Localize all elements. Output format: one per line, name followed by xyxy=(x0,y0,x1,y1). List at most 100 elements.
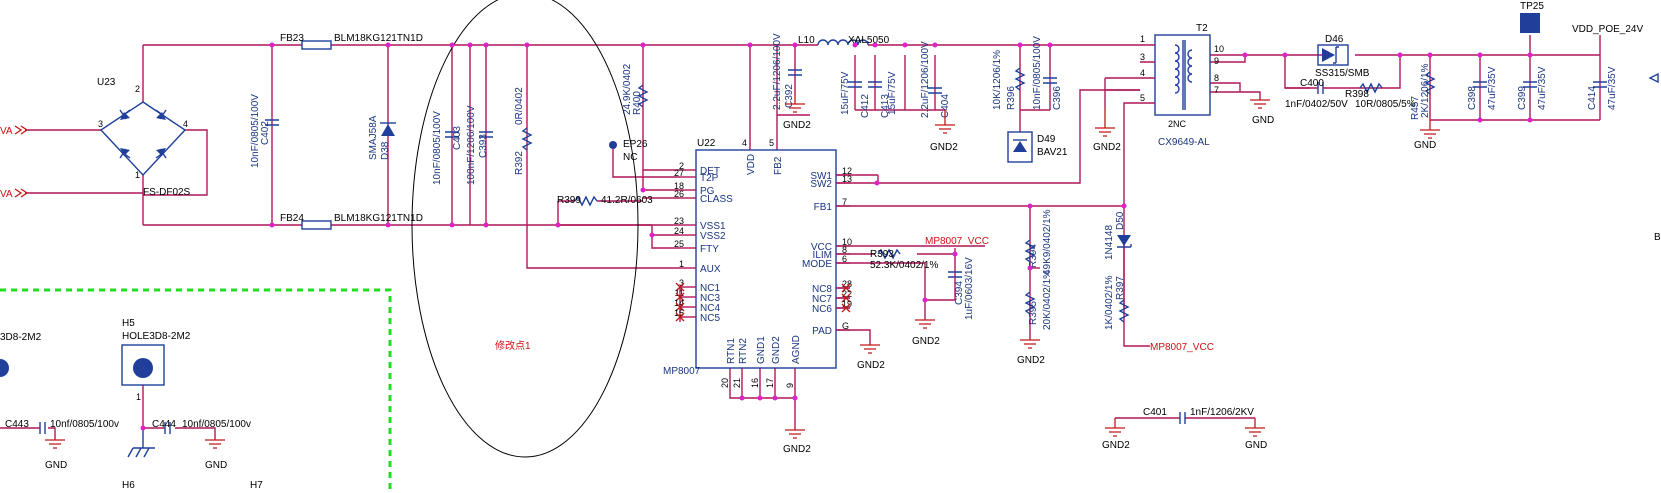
tp25-testpoint: TP25 xyxy=(1520,1,1544,33)
c392-gnd-label: GND2 xyxy=(783,120,811,131)
fb24-ref: FB24 xyxy=(280,213,304,224)
u22-pin-num: 22 xyxy=(842,289,852,299)
r399-value: 41.2R/0603 xyxy=(601,195,653,206)
u22-part: MP8007 xyxy=(663,366,701,377)
u22-pin-label: NC8 xyxy=(812,284,832,295)
c392-capacitor: 2.2uF/1206/100V C392 GND2 xyxy=(772,33,811,131)
c392-value: 2.2uF/1206/100V xyxy=(772,33,783,110)
c393-ref: C393 xyxy=(478,134,489,158)
c414-value: 47uF/35V xyxy=(1607,66,1618,110)
c443-ref: C443 xyxy=(5,419,29,430)
h5-ref: H5 xyxy=(122,318,135,329)
u22-pin-num: 14 xyxy=(674,298,684,308)
t2-pin-1: 1 xyxy=(1140,34,1145,44)
u22-pin-label: NC6 xyxy=(812,304,832,315)
r395-resistor: R395 20K/0402/1% xyxy=(1024,270,1053,330)
u22-pin-label: GND1 xyxy=(756,336,767,364)
gnd2-c401-label: GND2 xyxy=(1102,440,1130,451)
c413-capacitor: 15uF/75V C413 xyxy=(868,71,898,118)
u22-pin-num: 4 xyxy=(742,138,747,148)
c399-capacitor: C399 47uF/35V xyxy=(1517,66,1548,110)
gnd-symbol-r457: GND xyxy=(1414,120,1440,151)
c400-value: 1nF/0402/50V xyxy=(1285,99,1348,110)
t2-pin-9: 9 xyxy=(1214,56,1219,66)
u22-pin-num: 2 xyxy=(679,161,684,171)
u22-pin-label: VSS1 xyxy=(700,221,726,232)
u22-pin-num: 12 xyxy=(842,166,852,176)
c443-value: 10nf/0805/100v xyxy=(50,419,119,430)
c401-value: 1nF/1206/2KV xyxy=(1190,407,1254,418)
fb24-part: BLM18KG121TN1D xyxy=(334,213,423,224)
d46-schottky: D46 SS315/SMB xyxy=(1315,34,1370,79)
gnd-symbol-t2: GND xyxy=(1250,99,1274,126)
r393-ref: R393 xyxy=(870,249,894,260)
r398-ref: R398 xyxy=(1345,89,1369,100)
c399-ref: C399 xyxy=(1517,86,1528,110)
r457-ref: R457 xyxy=(1410,96,1421,120)
r394-value: 49K9/0402/1% xyxy=(1042,209,1053,275)
u22-pin-num: 9 xyxy=(785,383,795,388)
c398-capacitor: C398 47uF/35V xyxy=(1467,66,1498,110)
t2-ref: T2 xyxy=(1196,23,1208,34)
c402-capacitor: 10nF/0805/100V C402 xyxy=(250,94,279,168)
c403-ref: C403 xyxy=(452,126,463,150)
c401-capacitor: C401 1nF/1206/2KV xyxy=(1143,407,1254,424)
u22-pin-label: PAD xyxy=(812,326,832,337)
gnd2-symbol-pad: GND2 xyxy=(857,344,885,371)
u22-pin-label: NC7 xyxy=(812,294,832,305)
c403-value: 10nF/0805/100V xyxy=(432,111,443,185)
modification-note: 修改点1 xyxy=(495,339,531,352)
u22-pin-label: DET xyxy=(700,166,720,177)
u22-pin-label: T2P xyxy=(700,173,719,184)
r394-ref: R394 xyxy=(1028,244,1039,268)
ep26-ref: EP26 xyxy=(623,139,648,150)
c393-capacitor: 100nF/1206/100V C393 xyxy=(466,105,493,185)
h5-part: HOLE3D8-2M2 xyxy=(122,331,191,342)
hole-h5: H5 HOLE3D8-2M2 1 xyxy=(121,318,191,458)
r457-value: 2K/1206/1% xyxy=(1420,63,1431,118)
c394-ref: C394 xyxy=(954,281,965,305)
gnd2-symbol-t2: GND2 xyxy=(1093,108,1121,153)
c414-ref: C414 xyxy=(1587,86,1598,110)
c400-ref: C400 xyxy=(1300,78,1324,89)
r457-resistor: R457 2K/1206/1% xyxy=(1410,63,1436,120)
r397-ref: R397 xyxy=(1115,276,1126,300)
r400-ref: R400 xyxy=(632,91,643,115)
fb24-ferrite: FB24 BLM18KG121TN1D xyxy=(280,213,423,230)
c444-gnd-label: GND xyxy=(205,460,227,471)
t2-nc: 2NC xyxy=(1168,119,1187,129)
t2-part: CX9649-AL xyxy=(1158,137,1210,148)
d38-ref: D38 xyxy=(380,141,391,160)
t2-pin-4: 4 xyxy=(1140,68,1145,78)
u22-pin-num: 8 xyxy=(842,245,847,255)
u23-pin-4: 4 xyxy=(183,119,188,129)
h5-pin: 1 xyxy=(136,392,141,402)
gnd2-symbol-c401: GND2 xyxy=(1102,418,1130,451)
u22-ref: U22 xyxy=(697,138,716,149)
u22-pin-label: FTY xyxy=(700,244,719,255)
r398-resistor: R398 10R/0805/5% xyxy=(1345,82,1416,110)
r396-value: 10K/1206/1% xyxy=(992,50,1003,110)
u22-pin-label: MODE xyxy=(802,259,832,270)
c399-value: 47uF/35V xyxy=(1537,66,1548,110)
c398-ref: C398 xyxy=(1467,86,1478,110)
r395-value: 20K/0402/1% xyxy=(1042,270,1053,330)
u22-pin-num: 11 xyxy=(675,288,684,298)
gnd2-pad-label: GND2 xyxy=(857,360,885,371)
c412-ref: C412 xyxy=(860,94,871,118)
